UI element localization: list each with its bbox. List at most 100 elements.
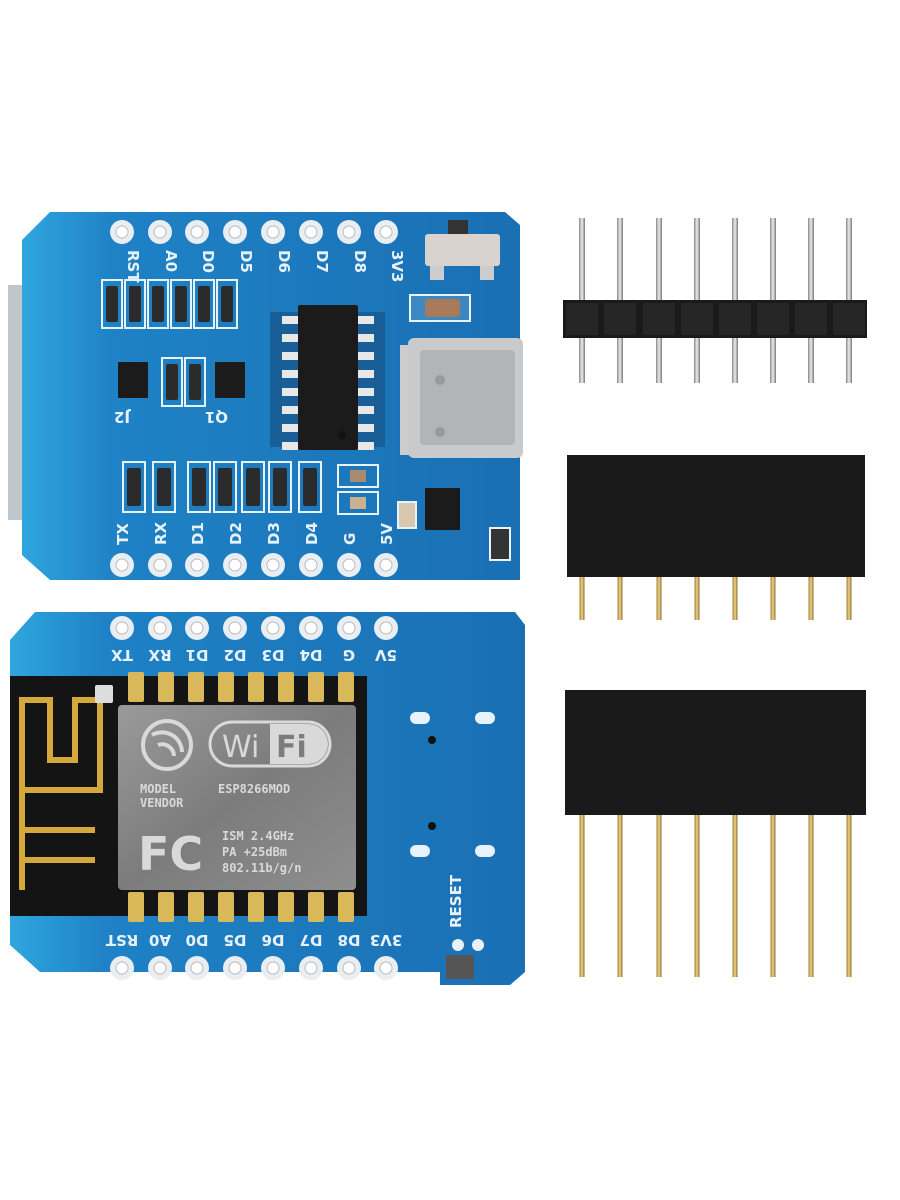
through-hole bbox=[266, 961, 280, 975]
smd-components bbox=[101, 279, 379, 515]
model-value: ESP8266MOD bbox=[218, 782, 290, 796]
through-hole bbox=[379, 621, 393, 635]
header-pin bbox=[579, 570, 585, 620]
pcb-antenna bbox=[19, 697, 103, 890]
module-pad bbox=[308, 892, 324, 922]
through-hole bbox=[153, 621, 167, 635]
header-pin bbox=[617, 805, 623, 977]
bottom-board-pin-row-top bbox=[110, 616, 398, 640]
header-pin bbox=[656, 570, 662, 620]
slide-switch bbox=[425, 220, 500, 280]
through-hole bbox=[379, 558, 393, 572]
through-hole bbox=[304, 621, 318, 635]
pin-label: D5 bbox=[237, 250, 255, 273]
pin-label: D3 bbox=[262, 646, 285, 664]
through-hole bbox=[115, 961, 129, 975]
header-pin bbox=[732, 570, 738, 620]
module-pad bbox=[188, 672, 204, 702]
ic-pin bbox=[282, 316, 298, 324]
vendor-label: VENDOR bbox=[140, 796, 184, 810]
through-hole bbox=[115, 558, 129, 572]
through-hole bbox=[342, 558, 356, 572]
header-pin bbox=[808, 805, 814, 977]
pin-label: G bbox=[341, 533, 359, 545]
pin-label: TX bbox=[111, 646, 133, 664]
pin-label: RX bbox=[152, 521, 170, 545]
through-hole bbox=[190, 961, 204, 975]
pin-label: RX bbox=[148, 646, 172, 664]
pin-label: D8 bbox=[338, 931, 361, 949]
usb-c-port bbox=[400, 338, 523, 458]
fcc-mark: FC bbox=[138, 827, 203, 881]
smd-resistor bbox=[218, 468, 232, 506]
smd-resistor bbox=[192, 468, 206, 506]
smd-outline bbox=[122, 461, 146, 513]
through-hole bbox=[115, 621, 129, 635]
through-hole bbox=[342, 225, 356, 239]
top-board-pin-row-top bbox=[110, 220, 398, 244]
smd-resistor bbox=[166, 364, 178, 400]
through-hole bbox=[379, 225, 393, 239]
header-segment bbox=[681, 303, 713, 335]
header-pin bbox=[617, 570, 623, 620]
pin-label: D6 bbox=[262, 931, 285, 949]
pin-label: D0 bbox=[186, 931, 209, 949]
smd-resistor bbox=[221, 286, 233, 322]
smd-outline bbox=[268, 461, 292, 513]
smd-capacitor bbox=[350, 470, 366, 482]
smd-resistor bbox=[303, 468, 317, 506]
wifi-logo-wi: Wi bbox=[222, 730, 259, 765]
header-body bbox=[567, 455, 865, 577]
through-hole bbox=[304, 961, 318, 975]
bottom-board-pin-row-bottom bbox=[110, 956, 398, 980]
pin-label: D2 bbox=[224, 646, 247, 664]
male-pin-header bbox=[563, 218, 867, 383]
smd-resistor bbox=[152, 286, 164, 322]
module-pad bbox=[128, 892, 144, 922]
smd-outline bbox=[241, 461, 265, 513]
through-hole bbox=[342, 621, 356, 635]
smd-outline bbox=[187, 461, 211, 513]
pin-label: RST bbox=[124, 250, 142, 283]
pin-label: D6 bbox=[275, 250, 293, 273]
espressif-logo-icon bbox=[141, 719, 193, 771]
header-pin bbox=[770, 570, 776, 620]
smd-resistor bbox=[175, 286, 187, 322]
through-hole bbox=[342, 961, 356, 975]
smd-outline bbox=[161, 357, 183, 407]
smd-outline bbox=[184, 357, 206, 407]
header-segment bbox=[757, 303, 789, 335]
through-hole bbox=[266, 225, 280, 239]
capacitor bbox=[425, 299, 460, 317]
female-header-long bbox=[565, 690, 866, 977]
spec-line: 802.11b/g/n bbox=[222, 861, 301, 875]
pin-label: D3 bbox=[265, 522, 283, 545]
header-segment bbox=[643, 303, 675, 335]
smd-resistor bbox=[198, 286, 210, 322]
transistor-j2 bbox=[118, 362, 148, 398]
through-hole bbox=[153, 558, 167, 572]
spec-line: PA +25dBm bbox=[222, 845, 287, 859]
header-segment bbox=[566, 303, 598, 335]
smd-outline bbox=[337, 491, 379, 515]
ic-pin bbox=[358, 388, 374, 396]
reset-label: RESET bbox=[447, 874, 465, 928]
header-segment bbox=[719, 303, 751, 335]
smd-outline bbox=[298, 461, 322, 513]
module-pad bbox=[338, 672, 354, 702]
module-pad bbox=[128, 672, 144, 702]
esp8266-module: Wi Fi MODEL VENDOR ESP8266MOD FC ISM 2.4… bbox=[10, 672, 367, 922]
header-pin bbox=[732, 805, 738, 977]
smd-resistor bbox=[129, 286, 141, 322]
header-pin bbox=[808, 570, 814, 620]
ic-pin bbox=[358, 352, 374, 360]
pin-label: D1 bbox=[189, 522, 207, 545]
ic-pin bbox=[358, 334, 374, 342]
header-segment bbox=[604, 303, 636, 335]
smd-outline bbox=[213, 461, 237, 513]
